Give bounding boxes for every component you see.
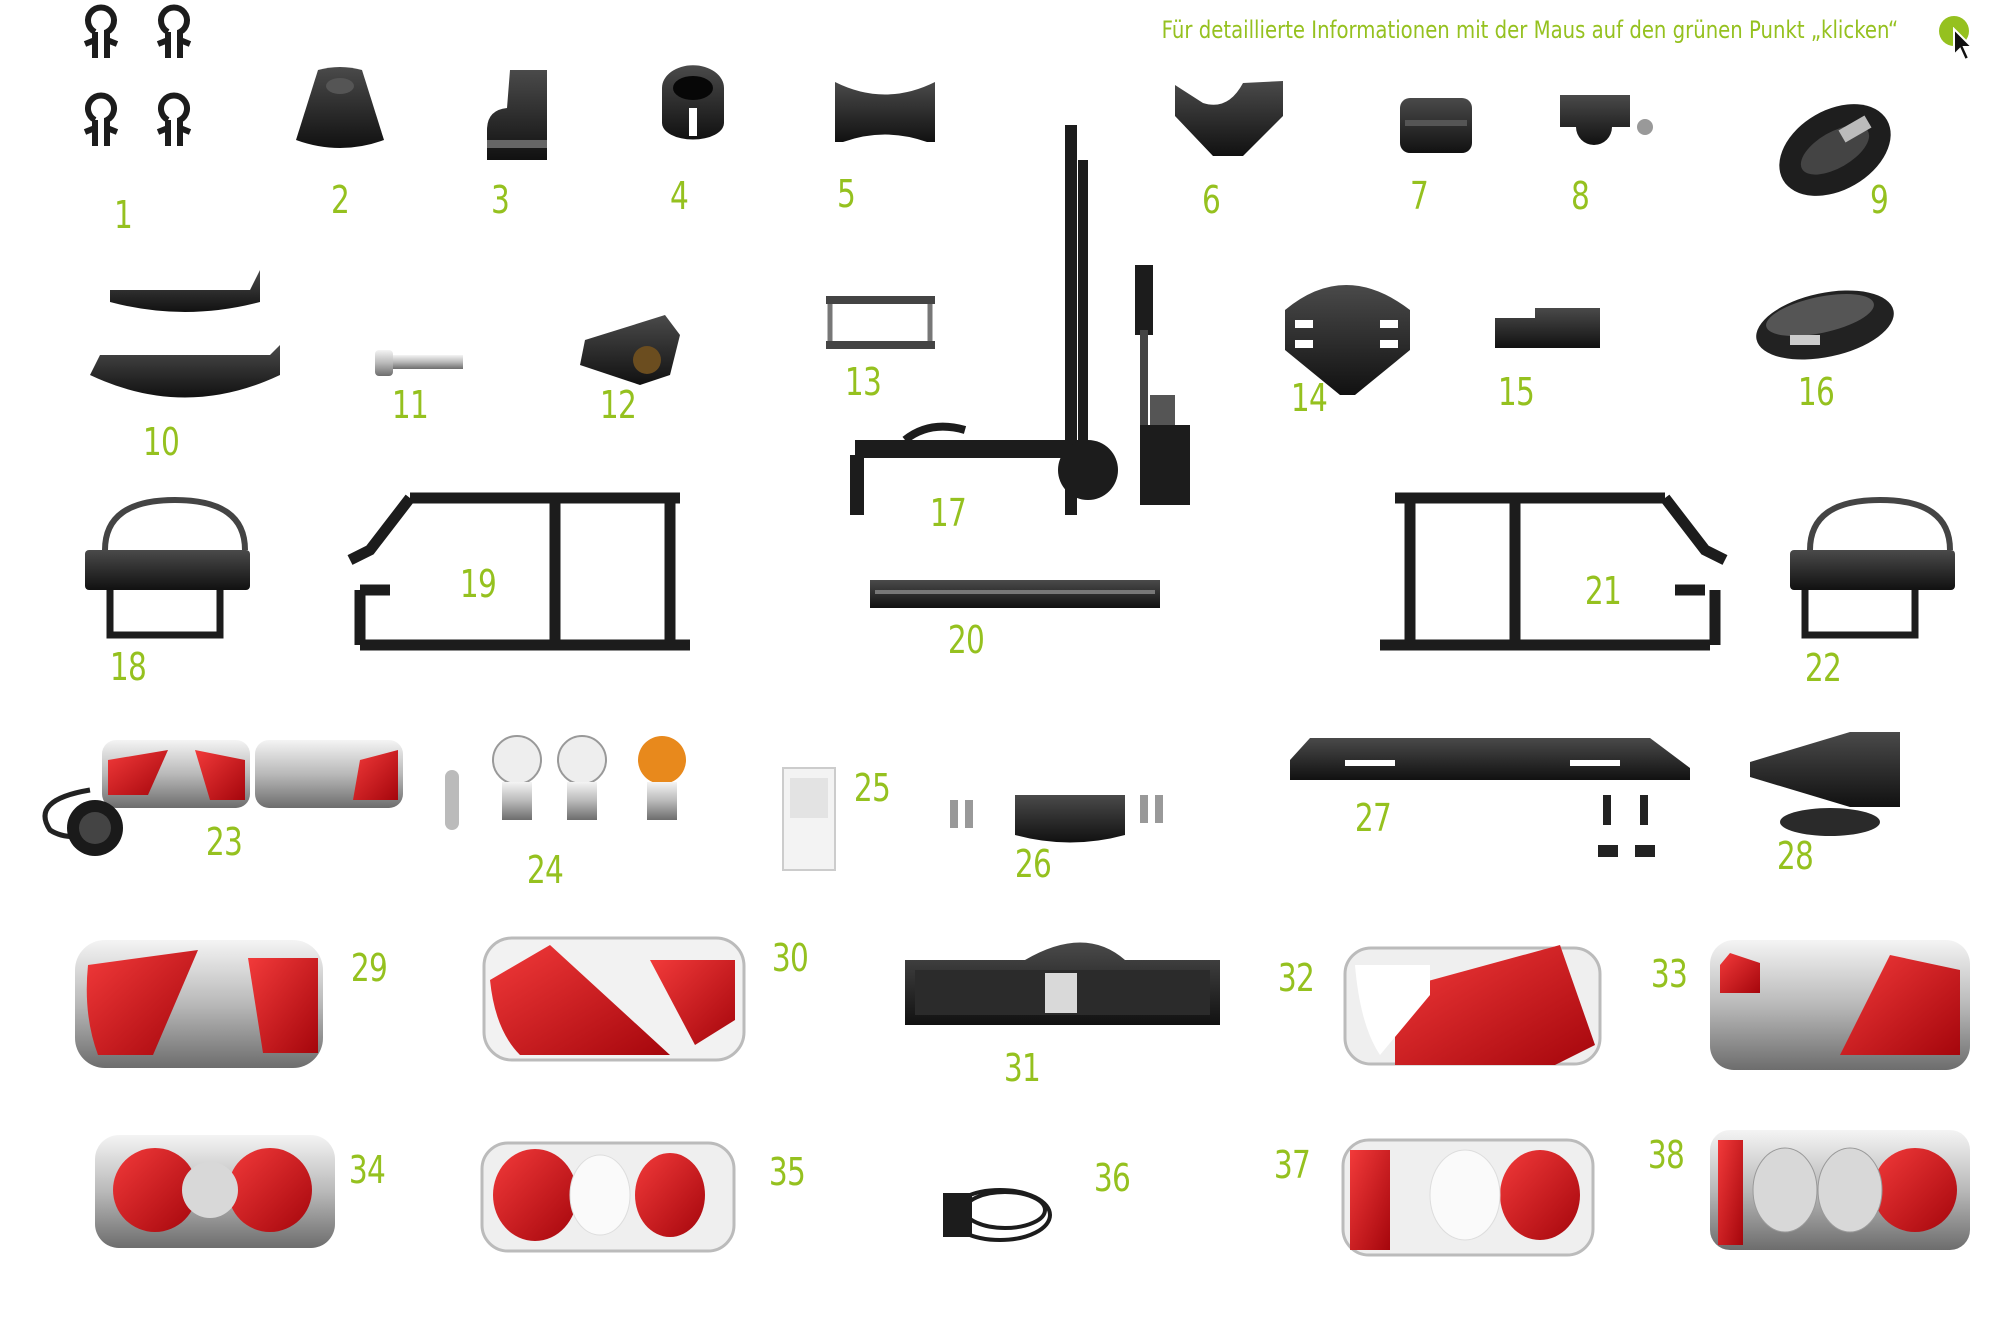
part-12-knob <box>580 315 680 385</box>
part-22-holder-right <box>1790 496 1955 639</box>
part-number-7: 7 <box>1409 174 1429 218</box>
part-number-33: 33 <box>1650 952 1688 996</box>
part-number-31: 31 <box>1003 1046 1041 1090</box>
part-35-lens <box>480 1141 736 1253</box>
part-number-6: 6 <box>1201 178 1221 222</box>
part-3-bracket <box>487 70 547 160</box>
part-number-14: 14 <box>1290 376 1328 420</box>
part-number-28: 28 <box>1776 834 1814 878</box>
part-number-18: 18 <box>109 645 147 689</box>
part-number-11: 11 <box>391 383 429 427</box>
part-number-10: 10 <box>142 420 180 464</box>
part-number-5: 5 <box>836 172 856 216</box>
part-26-plate-light <box>950 795 1163 843</box>
part-14-cover <box>1285 285 1410 395</box>
part-number-38: 38 <box>1647 1133 1685 1177</box>
part-21-frame-right <box>1380 492 1728 651</box>
part-number-27: 27 <box>1354 796 1392 840</box>
part-38-tail-light <box>1710 1130 1970 1250</box>
part-24-bulbs <box>445 735 686 830</box>
part-number-22: 22 <box>1804 646 1842 690</box>
part-number-9: 9 <box>1869 178 1889 222</box>
part-number-21: 21 <box>1584 569 1622 613</box>
part-25-stickers <box>782 767 836 871</box>
part-9-strap <box>1779 104 1891 196</box>
part-30-lens <box>482 936 746 1062</box>
part-2-cap <box>296 67 384 148</box>
part-29-tail-light <box>75 940 323 1068</box>
part-17-carrier <box>850 125 1190 515</box>
part-5-holder <box>835 82 935 142</box>
part-number-23: 23 <box>205 820 243 864</box>
part-8-clamp <box>1560 95 1653 145</box>
part-number-13: 13 <box>844 360 882 404</box>
part-number-2: 2 <box>330 178 350 222</box>
part-number-12: 12 <box>599 383 637 427</box>
part-36-cable <box>943 1188 1052 1242</box>
part-number-37: 37 <box>1273 1143 1311 1187</box>
part-18-holder-left <box>85 496 250 639</box>
part-1-clips <box>83 4 192 146</box>
part-4-grommet <box>662 65 724 140</box>
part-10-wheel-trays <box>90 270 280 398</box>
part-11-bolt <box>375 350 463 376</box>
part-28-plug <box>1750 732 1900 836</box>
part-33-tail-light <box>1710 940 1970 1070</box>
part-15-pad <box>1495 308 1600 348</box>
part-number-8: 8 <box>1570 174 1590 218</box>
part-number-3: 3 <box>490 178 510 222</box>
part-6-mount <box>1175 81 1283 156</box>
part-number-1: 1 <box>113 193 133 237</box>
part-23-lights-set <box>42 740 403 856</box>
part-13-clip-frame <box>826 296 935 349</box>
part-number-32: 32 <box>1277 956 1315 1000</box>
part-34-tail-light <box>95 1135 335 1248</box>
part-number-30: 30 <box>771 936 809 980</box>
part-16-net-strap <box>1756 290 1894 360</box>
part-20-rail <box>870 580 1160 608</box>
part-27-light-bar <box>1290 738 1690 857</box>
part-number-4: 4 <box>669 174 689 218</box>
part-number-26: 26 <box>1014 842 1052 886</box>
part-7-stopper <box>1400 98 1472 153</box>
part-number-35: 35 <box>768 1150 806 1194</box>
part-32-lens <box>1343 945 1602 1066</box>
part-number-15: 15 <box>1497 370 1535 414</box>
part-number-24: 24 <box>526 848 564 892</box>
part-number-20: 20 <box>947 618 985 662</box>
part-number-36: 36 <box>1093 1156 1131 1200</box>
part-number-34: 34 <box>348 1148 386 1192</box>
part-number-19: 19 <box>459 562 497 606</box>
part-37-lens <box>1341 1138 1595 1257</box>
part-number-25: 25 <box>853 766 891 810</box>
part-19-frame-left <box>347 492 690 651</box>
part-number-16: 16 <box>1797 370 1835 414</box>
mouse-cursor-icon <box>1953 27 1975 62</box>
part-number-17: 17 <box>929 491 967 535</box>
part-number-29: 29 <box>350 946 388 990</box>
hint-text: Für detaillierte Informationen mit der M… <box>1161 16 1898 44</box>
part-31-plate-holder <box>905 942 1220 1025</box>
